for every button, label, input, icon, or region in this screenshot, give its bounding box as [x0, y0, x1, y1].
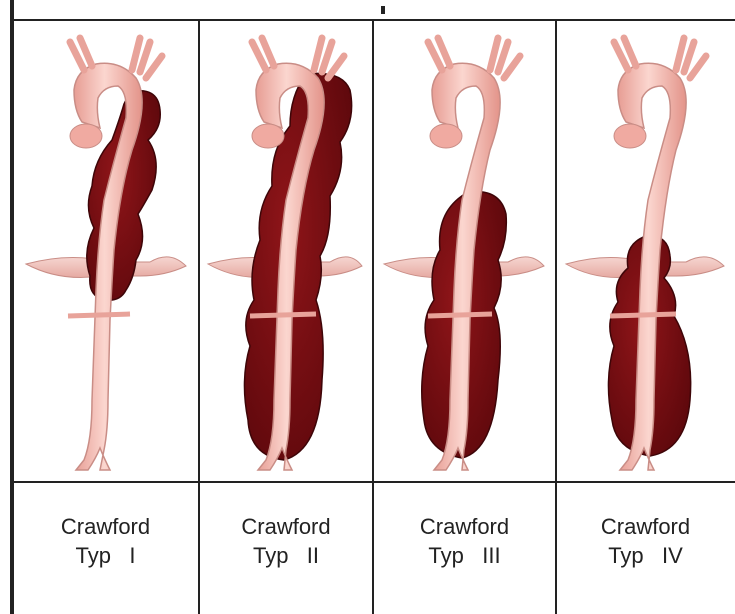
panel-type: Typ III	[373, 541, 556, 570]
panel-type: Typ I	[12, 541, 199, 570]
panel-label-typ-4: Crawford Typ IV	[556, 512, 735, 570]
panel-typ-2-illustration	[208, 38, 362, 470]
aortic-root	[430, 124, 462, 148]
cropped-title-mark	[381, 6, 385, 14]
panel-label-typ-1: Crawford Typ I	[12, 512, 199, 570]
panel-typ-4-illustration	[566, 38, 724, 470]
panel-type: Typ IV	[556, 541, 735, 570]
renal-branches	[68, 314, 130, 316]
panel-name: Crawford	[12, 512, 199, 541]
aortic-root	[70, 124, 102, 148]
renal-branches	[250, 314, 316, 316]
panel-name: Crawford	[373, 512, 556, 541]
panel-typ-1-illustration	[26, 38, 186, 470]
renal-branches	[428, 314, 492, 316]
panel-label-typ-3: Crawford Typ III	[373, 512, 556, 570]
panel-label-typ-2: Crawford Typ II	[199, 512, 373, 570]
panel-name: Crawford	[556, 512, 735, 541]
aortic-root	[252, 124, 284, 148]
panel-type: Typ II	[199, 541, 373, 570]
aortic-root	[614, 124, 646, 148]
renal-branches	[610, 314, 676, 316]
panel-name: Crawford	[199, 512, 373, 541]
panel-typ-3-illustration	[384, 38, 544, 470]
